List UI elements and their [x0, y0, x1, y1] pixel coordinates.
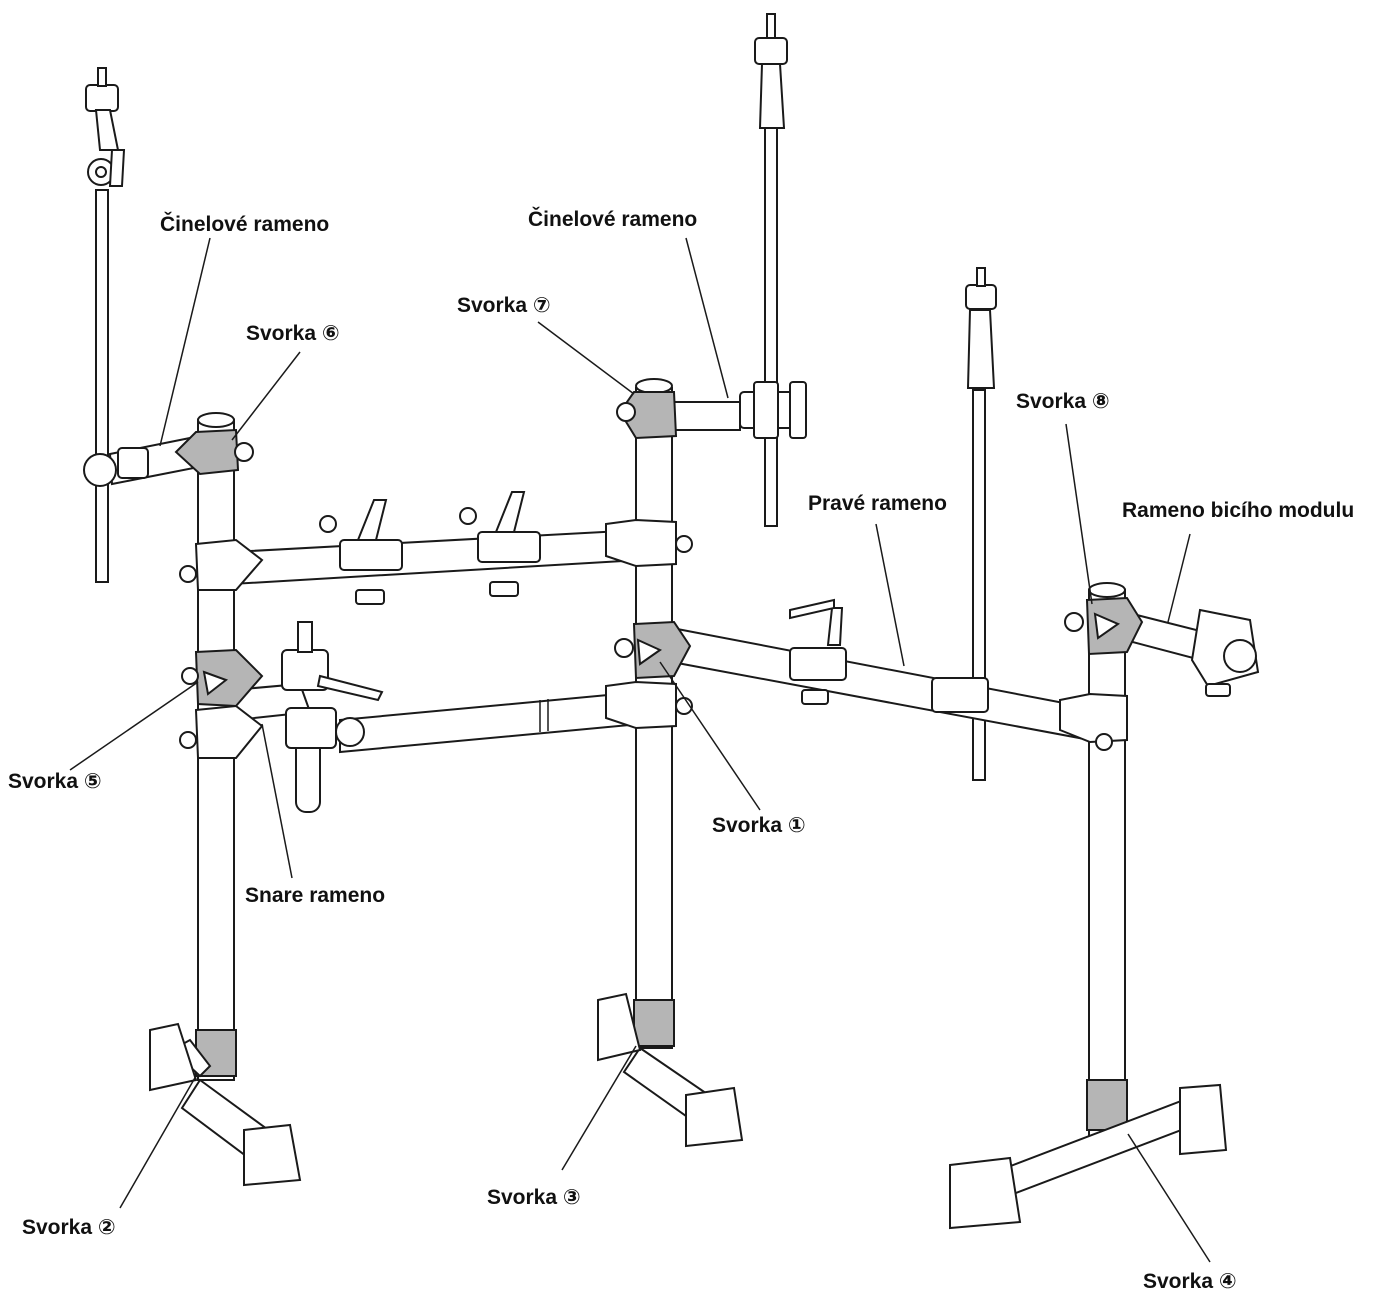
clamp-8-knob	[1064, 612, 1084, 632]
label-cymbal-arm-right: Činelové rameno	[528, 208, 698, 231]
leader-lines	[69, 237, 1211, 1263]
clamp-6-body	[174, 428, 240, 476]
middle-upper-crossbar-clamp	[605, 518, 677, 568]
clamp-7-knob	[616, 402, 636, 422]
label-module-arm: Rameno bicího modulu	[1122, 499, 1355, 522]
clamp-1-knob	[614, 638, 634, 658]
lower-crossbar	[339, 690, 641, 754]
right-cymbal-pole	[754, 13, 788, 527]
label-clamp-1: Svorka ①	[712, 814, 806, 837]
label-right-arm: Pravé rameno	[808, 492, 947, 515]
middle-upper-knob	[675, 535, 693, 553]
label-clamp-3: Svorka ③	[487, 1186, 581, 1209]
label-snare-arm: Snare rameno	[245, 884, 386, 907]
right-cymbal-arm	[671, 381, 807, 439]
label-clamp-2: Svorka ②	[22, 1216, 116, 1239]
label-clamp-6: Svorka ⑥	[246, 322, 340, 345]
left-lower-knob	[179, 731, 197, 749]
right-arm	[671, 598, 1091, 742]
label-cymbal-arm-left: Činelové rameno	[160, 213, 330, 236]
clamp-8-tri	[1093, 612, 1121, 640]
label-clamp-7: Svorka ⑦	[457, 294, 551, 317]
clamp-1-tri	[636, 638, 663, 666]
middle-lower-crossbar-clamp	[605, 680, 677, 730]
upper-crossbar	[231, 491, 641, 605]
left-cymbal-pole	[85, 67, 126, 583]
left-upper-knob	[179, 565, 197, 583]
left-lower-crossbar-clamp	[194, 704, 264, 759]
label-clamp-5: Svorka ⑤	[8, 770, 102, 793]
snare-arm	[230, 621, 384, 813]
right-post	[949, 582, 1228, 1230]
module-arm	[1124, 608, 1260, 697]
clamp-5-knob	[181, 667, 199, 685]
clamp-1-body	[632, 620, 692, 680]
label-clamp-8: Svorka ⑧	[1016, 390, 1110, 413]
right-post-arm-clamp	[1059, 692, 1128, 744]
left-post	[149, 412, 302, 1187]
middle-post	[597, 378, 744, 1148]
label-clamp-4: Svorka ④	[1143, 1270, 1237, 1293]
clamp-5-tri	[202, 670, 229, 696]
clamp-5-body	[194, 648, 264, 708]
clamp-6-knob	[234, 442, 254, 462]
left-upper-crossbar-clamp	[194, 538, 264, 591]
right-arm-knob	[1095, 733, 1113, 751]
